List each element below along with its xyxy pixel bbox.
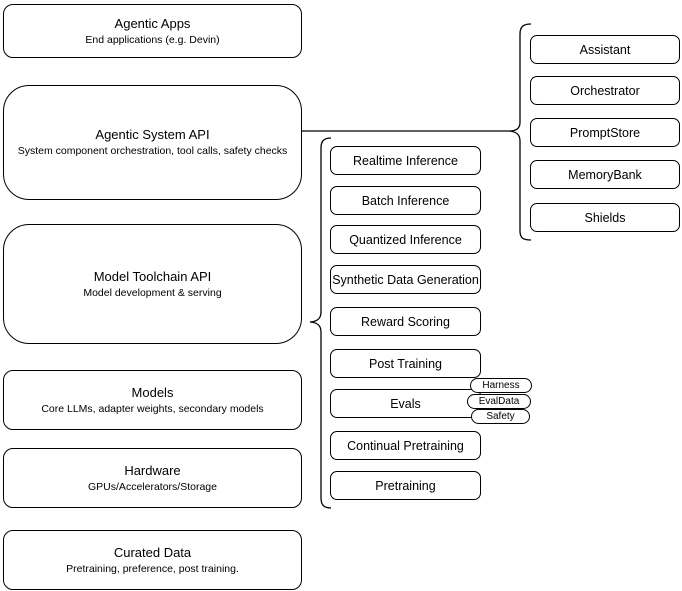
node-assistant: Assistant xyxy=(530,35,680,64)
node-promptstore: PromptStore xyxy=(530,118,680,147)
layer-agentic-apps: Agentic Apps End applications (e.g. Devi… xyxy=(3,4,302,58)
pill-safety: Safety xyxy=(471,409,530,424)
node-label: Shields xyxy=(584,210,626,225)
node-label: Synthetic Data Generation xyxy=(332,272,479,287)
system-components-brace xyxy=(508,23,532,241)
node-label: Pretraining xyxy=(375,478,436,493)
node-label: Realtime Inference xyxy=(353,153,458,168)
layer-agentic-system-api: Agentic System API System component orch… xyxy=(3,85,302,200)
pill-harness: Harness xyxy=(470,378,532,393)
layer-hardware: Hardware GPUs/Accelerators/Storage xyxy=(3,448,302,508)
layer-subtitle: System component orchestration, tool cal… xyxy=(17,145,288,157)
node-synthetic-data-generation: Synthetic Data Generation xyxy=(330,265,481,294)
layer-subtitle: Model development & serving xyxy=(83,286,222,299)
node-evals: Evals xyxy=(330,389,481,418)
layer-title: Models xyxy=(131,384,174,400)
pill-evaldata: EvalData xyxy=(467,394,531,409)
node-label: Continual Pretraining xyxy=(347,438,464,453)
node-orchestrator: Orchestrator xyxy=(530,76,680,105)
pill-label: Safety xyxy=(486,411,515,422)
node-label: Orchestrator xyxy=(570,83,640,98)
node-label: Post Training xyxy=(369,356,442,371)
layer-curated-data: Curated Data Pretraining, preference, po… xyxy=(3,530,302,590)
node-shields: Shields xyxy=(530,203,680,232)
pill-label: EvalData xyxy=(478,396,520,407)
layer-title: Curated Data xyxy=(113,544,192,560)
layer-subtitle: Core LLMs, adapter weights, secondary mo… xyxy=(41,402,264,415)
node-label: PromptStore xyxy=(569,125,641,140)
node-label: Quantized Inference xyxy=(349,232,462,247)
node-label: Reward Scoring xyxy=(361,314,450,329)
node-post-training: Post Training xyxy=(330,349,481,378)
node-batch-inference: Batch Inference xyxy=(330,186,481,215)
node-label: Assistant xyxy=(579,42,631,57)
node-pretraining: Pretraining xyxy=(330,471,481,500)
node-label: MemoryBank xyxy=(568,167,642,182)
layer-title: Hardware xyxy=(124,462,181,478)
layer-subtitle: GPUs/Accelerators/Storage xyxy=(88,480,217,493)
layer-title: Agentic System API xyxy=(95,127,210,142)
pill-label: Harness xyxy=(482,380,520,391)
node-memorybank: MemoryBank xyxy=(530,160,680,189)
node-label: Batch Inference xyxy=(361,193,450,208)
layer-title: Model Toolchain API xyxy=(93,268,212,284)
node-label: Evals xyxy=(390,396,421,411)
layer-subtitle: End applications (e.g. Devin) xyxy=(85,33,220,46)
layer-subtitle: Pretraining, preference, post training. xyxy=(66,562,239,575)
node-quantized-inference: Quantized Inference xyxy=(330,225,481,254)
layer-model-toolchain-api: Model Toolchain API Model development & … xyxy=(3,224,302,344)
node-realtime-inference: Realtime Inference xyxy=(330,146,481,175)
node-reward-scoring: Reward Scoring xyxy=(330,307,481,336)
toolchain-brace xyxy=(309,137,332,509)
layer-models: Models Core LLMs, adapter weights, secon… xyxy=(3,370,302,430)
layer-title: Agentic Apps xyxy=(114,15,191,31)
node-continual-pretraining: Continual Pretraining xyxy=(330,431,481,460)
